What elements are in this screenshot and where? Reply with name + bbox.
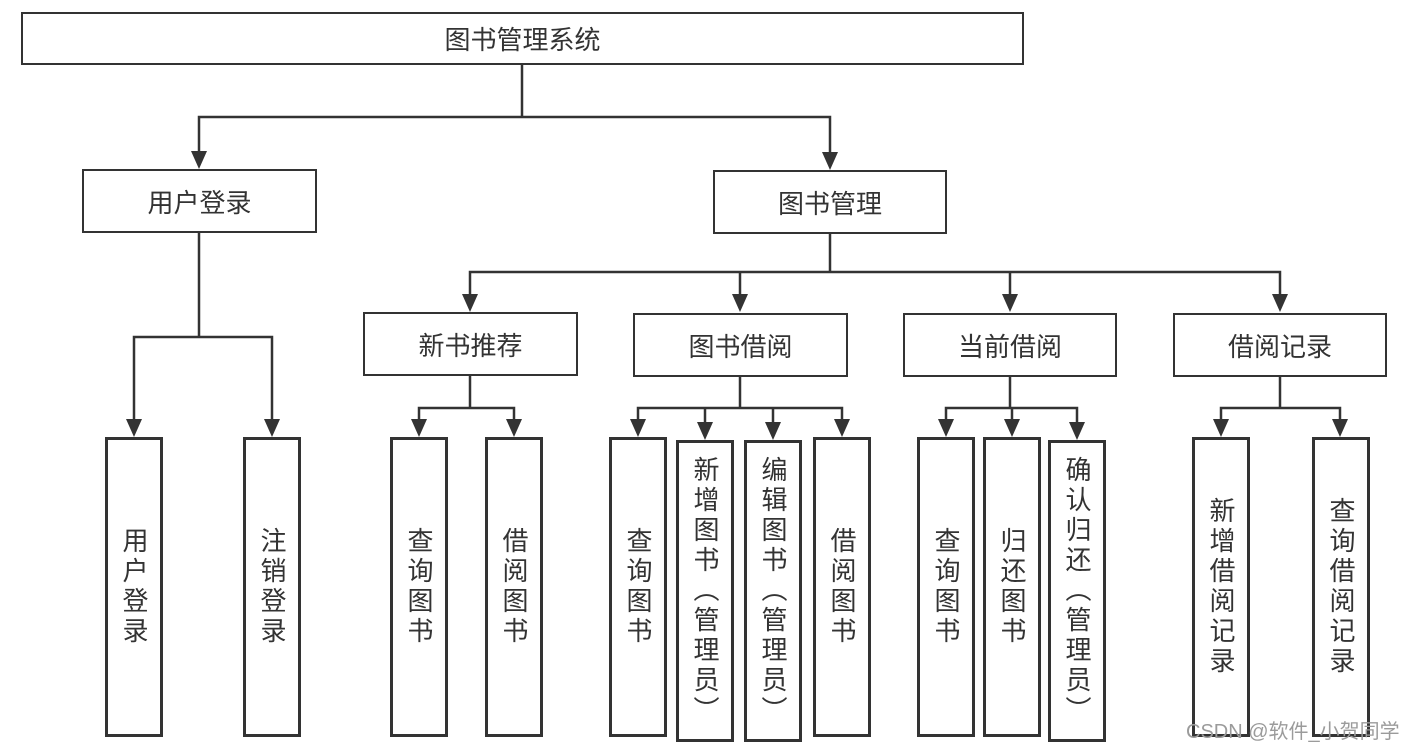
leaf-logout: 注销登录 [243, 437, 301, 737]
node-current-borrowing: 当前借阅 [903, 313, 1117, 377]
leaf-query-books-recommend: 查询图书 [390, 437, 448, 737]
leaf-user-login: 用户登录 [105, 437, 163, 737]
node-user-login-branch: 用户登录 [82, 169, 317, 233]
leaf-query-books-borrowing: 查询图书 [609, 437, 667, 737]
leaf-borrow-books-recommend: 借阅图书 [485, 437, 543, 737]
leaf-edit-books-admin: 编辑图书（管理员） [744, 440, 802, 742]
leaf-query-borrowing-record: 查询借阅记录 [1312, 437, 1370, 737]
watermark-csdn: CSDN @软件_小贺同学 [1186, 721, 1400, 743]
leaf-add-books-admin: 新增图书（管理员） [676, 440, 734, 742]
node-borrowing-records: 借阅记录 [1173, 313, 1387, 377]
node-book-management-branch: 图书管理 [713, 170, 947, 234]
leaf-add-borrowing-record: 新增借阅记录 [1192, 437, 1250, 737]
arrowhead-icons [126, 151, 1348, 440]
tree-connector-lines [132, 63, 1342, 425]
leaf-confirm-return-admin: 确认归还（管理员） [1048, 440, 1106, 742]
node-library-management-system: 图书管理系统 [21, 12, 1024, 65]
leaf-query-books-current: 查询图书 [917, 437, 975, 737]
node-book-borrowing: 图书借阅 [633, 313, 848, 377]
node-new-book-recommendation: 新书推荐 [363, 312, 578, 376]
leaf-borrow-books: 借阅图书 [813, 437, 871, 737]
leaf-return-books: 归还图书 [983, 437, 1041, 737]
